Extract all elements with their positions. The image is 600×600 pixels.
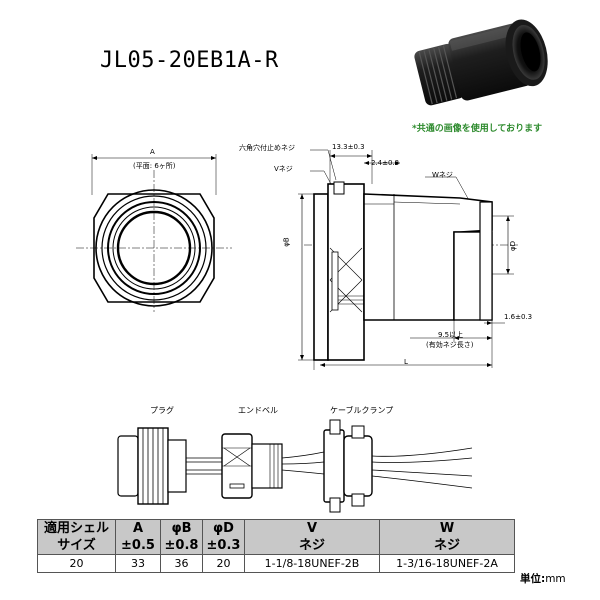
dim-2-4-label: 2.4±0.3 — [371, 159, 400, 167]
header-phi-d: φD±0.3 — [202, 519, 245, 555]
w-screw-label: Wネジ — [432, 171, 453, 179]
cell-a: 33 — [115, 554, 161, 573]
dim-9-5-label: 9.5以上 — [438, 331, 464, 339]
side-view-drawing — [298, 149, 518, 370]
header-shell-size: 適用シェルサイズ — [37, 519, 116, 555]
cell-phi-d: 20 — [202, 554, 245, 573]
dim-phi-d-label: φD — [509, 240, 518, 252]
image-note: *共通の画像を使用しております — [412, 124, 543, 134]
cell-v-screw: 1-1/8-18UNEF-2B — [244, 554, 380, 573]
end-bell-label: エンドベル — [238, 406, 278, 415]
header-a: A±0.5 — [115, 519, 161, 555]
dim-a-note: (平面: 6ヶ所) — [133, 162, 176, 170]
cable-clamp-label: ケーブルクランプ — [330, 406, 394, 415]
dim-l-label: L — [404, 358, 408, 366]
page-title: JL05-20EB1A-R — [100, 48, 279, 73]
assembly-drawing — [117, 419, 473, 513]
header-phi-b: φB±0.8 — [160, 519, 203, 555]
cell-w-screw: 1-3/16-18UNEF-2A — [379, 554, 515, 573]
dim-phi-b-label: φB — [282, 237, 291, 247]
cell-shell-size: 20 — [37, 554, 116, 573]
table-row: 20 33 36 20 1-1/8-18UNEF-2B 1-3/16-18UNE… — [37, 554, 515, 573]
plug-label: プラグ — [150, 406, 174, 415]
hex-socket-screw-label: 六角穴付止めネジ — [239, 144, 295, 152]
dim-a-label: A — [150, 148, 155, 156]
dim-13-3-label: 13.3±0.3 — [332, 143, 365, 151]
front-view-drawing — [76, 154, 232, 312]
dim-9-5-note: (有効ネジ長さ) — [426, 341, 474, 349]
unit-label: 単位:mm — [520, 573, 566, 585]
cell-phi-b: 36 — [160, 554, 203, 573]
v-screw-label: Vネジ — [274, 165, 293, 173]
dim-1-6-label: 1.6±0.3 — [504, 313, 533, 321]
product-photo — [414, 19, 548, 106]
